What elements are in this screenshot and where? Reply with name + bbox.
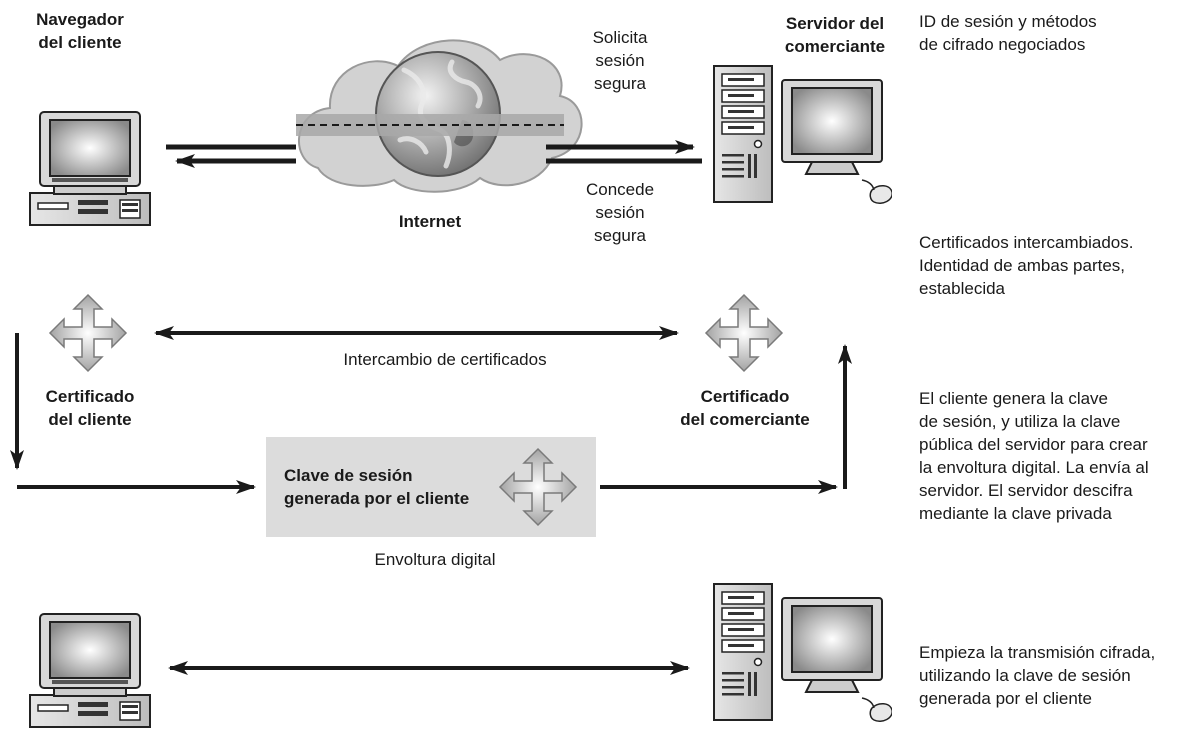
client-browser-label: Navegador del cliente (36, 10, 124, 52)
internet-label: Internet (398, 212, 462, 231)
session-key-label: Clave de sesión generada por el cliente (284, 466, 470, 508)
step1-description: ID de sesión y métodos de cifrado negoci… (919, 12, 1097, 54)
internet-cloud-icon (296, 39, 583, 193)
certificate-exchange-label: Intercambio de certificados (343, 350, 547, 369)
envelope-flow-arrow (10, 333, 852, 494)
merchant-certificate-label: Certificado del comerciante (680, 387, 810, 429)
client-computer-bottom-icon (29, 613, 151, 728)
request-secure-session-label: Solicita sesión segura (592, 28, 648, 93)
merchant-certificate-icon (705, 294, 783, 372)
merchant-server-top-icon (713, 65, 892, 205)
grant-secure-session-label: Concede sesión segura (585, 180, 655, 245)
session-key-icon (499, 448, 577, 526)
client-computer-top-icon (29, 111, 151, 226)
merchant-server-bottom-icon (713, 583, 892, 723)
merchant-server-label: Servidor del comerciante (784, 14, 886, 56)
client-certificate-label: Certificado del cliente (45, 387, 135, 429)
step4-description: Empieza la transmisión cifrada, utilizan… (919, 643, 1156, 708)
digital-envelope-label: Envoltura digital (374, 550, 496, 569)
step2-description: Certificados intercambiados. Identidad d… (919, 233, 1134, 298)
client-certificate-icon (49, 294, 127, 372)
step3-description: El cliente genera la clave de sesión, y … (919, 389, 1149, 523)
